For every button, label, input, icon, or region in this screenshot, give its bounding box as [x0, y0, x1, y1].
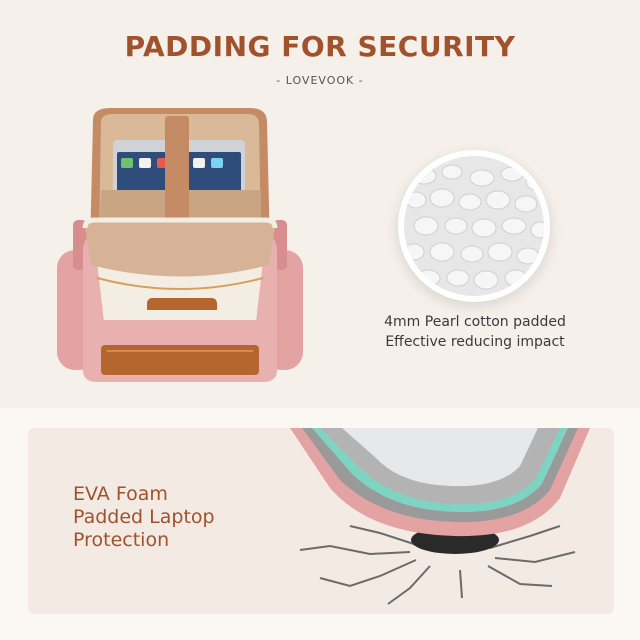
eva-foam-illustration — [290, 428, 590, 605]
eva-caption-line1: EVA Foam — [73, 483, 168, 505]
pearl-cotton-caption: 4mm Pearl cotton padded Effective reduci… — [360, 312, 590, 352]
eva-caption: EVA Foam Padded Laptop Protection — [73, 483, 293, 552]
brand-label: - LOVEVOOK - — [276, 74, 364, 87]
pearl-cotton-texture — [404, 156, 544, 296]
crack-lines — [299, 525, 576, 605]
backpack-image — [57, 108, 303, 382]
eva-caption-line3: Protection — [73, 529, 170, 551]
pearl-caption-line1: 4mm Pearl cotton padded — [384, 314, 566, 330]
page-title: PADDING FOR SECURITY — [124, 30, 516, 63]
pearl-caption-line2: Effective reducing impact — [385, 334, 565, 350]
pearl-cotton-closeup — [398, 150, 550, 302]
eva-caption-line2: Padded Laptop — [73, 506, 215, 528]
